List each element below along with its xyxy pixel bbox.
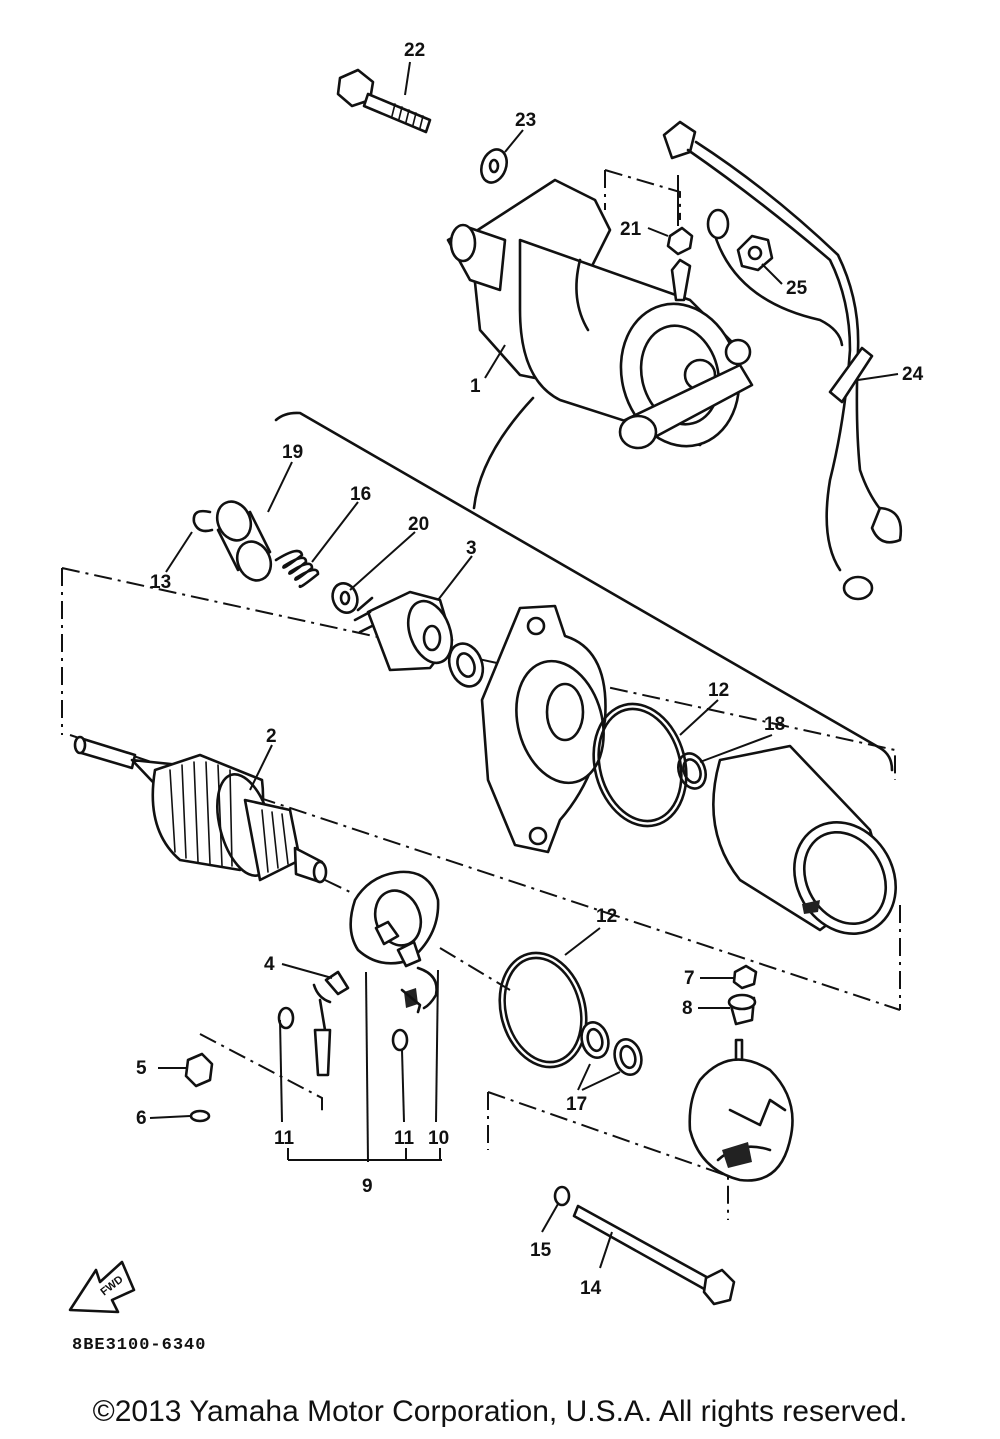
part-o-ring-12-upper — [592, 702, 688, 828]
label-part-20: 20 — [408, 514, 429, 535]
part-through-bolt-14 — [572, 1204, 736, 1306]
part-washer-6 — [189, 1109, 211, 1123]
part-drive-gear-3 — [353, 590, 454, 672]
part-o-ring-12-lower — [498, 951, 588, 1069]
label-part-8: 8 — [682, 998, 693, 1019]
label-part-2: 2 — [266, 726, 277, 747]
label-part-15: 15 — [530, 1240, 552, 1261]
label-part-5: 5 — [136, 1058, 147, 1079]
label-part-17: 17 — [566, 1094, 587, 1115]
part-brush-holder-4 — [312, 970, 350, 1077]
label-part-18: 18 — [764, 714, 785, 735]
label-part-16: 16 — [350, 484, 371, 505]
label-part-12-upper: 12 — [708, 680, 729, 701]
copyright-notice: ©2013 Yamaha Motor Corporation, U.S.A. A… — [92, 1395, 908, 1428]
part-starter-motor-1 — [446, 178, 754, 450]
label-part-4: 4 — [264, 954, 275, 975]
part-spring-16 — [274, 549, 320, 589]
label-part-12-lower: 12 — [596, 906, 617, 927]
leader-lines — [149, 61, 899, 1269]
part-collar-19 — [215, 500, 273, 582]
label-part-13: 13 — [150, 572, 171, 593]
part-brush-plate — [349, 870, 440, 1014]
label-part-22: 22 — [404, 40, 425, 61]
part-nut-7 — [732, 964, 758, 990]
part-front-cover — [480, 604, 607, 854]
part-o-ring-18 — [677, 752, 707, 790]
part-nut-21 — [666, 226, 694, 256]
label-part-14: 14 — [580, 1278, 602, 1299]
label-part-7: 7 — [684, 968, 695, 989]
starter-motor-exploded-diagram: FWD 22 23 21 25 24 1 19 16 20 3 13 2 12 … — [61, 40, 924, 1314]
fwd-arrow-icon: FWD — [68, 1260, 136, 1314]
label-part-10: 10 — [428, 1128, 449, 1149]
part-washers-11 — [277, 1006, 409, 1052]
part-washer-20 — [331, 582, 359, 614]
label-part-19: 19 — [282, 442, 303, 463]
part-washer-unlabeled — [447, 642, 485, 688]
label-part-6: 6 — [136, 1108, 147, 1129]
part-rear-cover — [688, 1038, 794, 1182]
part-washer-23 — [480, 148, 508, 184]
label-part-3: 3 — [466, 538, 477, 559]
part-number-labels: 22 23 21 25 24 1 19 16 20 3 13 2 12 18 1… — [136, 40, 924, 1299]
part-nut-25 — [736, 234, 774, 272]
label-part-1: 1 — [470, 376, 481, 397]
drawing-code: 8BE3100-6340 — [72, 1336, 207, 1355]
part-lead-wire-24 — [662, 120, 903, 601]
part-circlip-13 — [192, 509, 214, 533]
part-washer-15 — [553, 1185, 571, 1207]
label-part-24: 24 — [902, 364, 924, 385]
part-insulator-8 — [727, 993, 757, 1026]
label-part-25: 25 — [786, 278, 808, 299]
label-part-9: 9 — [362, 1176, 373, 1197]
part-nut-5 — [184, 1052, 214, 1088]
part-washers-17 — [580, 1020, 643, 1077]
label-part-21: 21 — [620, 219, 642, 240]
label-part-23: 23 — [515, 110, 536, 131]
label-part-11-right: 11 — [394, 1128, 415, 1149]
part-yoke-housing — [712, 744, 897, 935]
label-part-11-left: 11 — [274, 1128, 295, 1149]
part-bolt-22 — [336, 68, 432, 134]
part-armature-2 — [73, 735, 328, 884]
